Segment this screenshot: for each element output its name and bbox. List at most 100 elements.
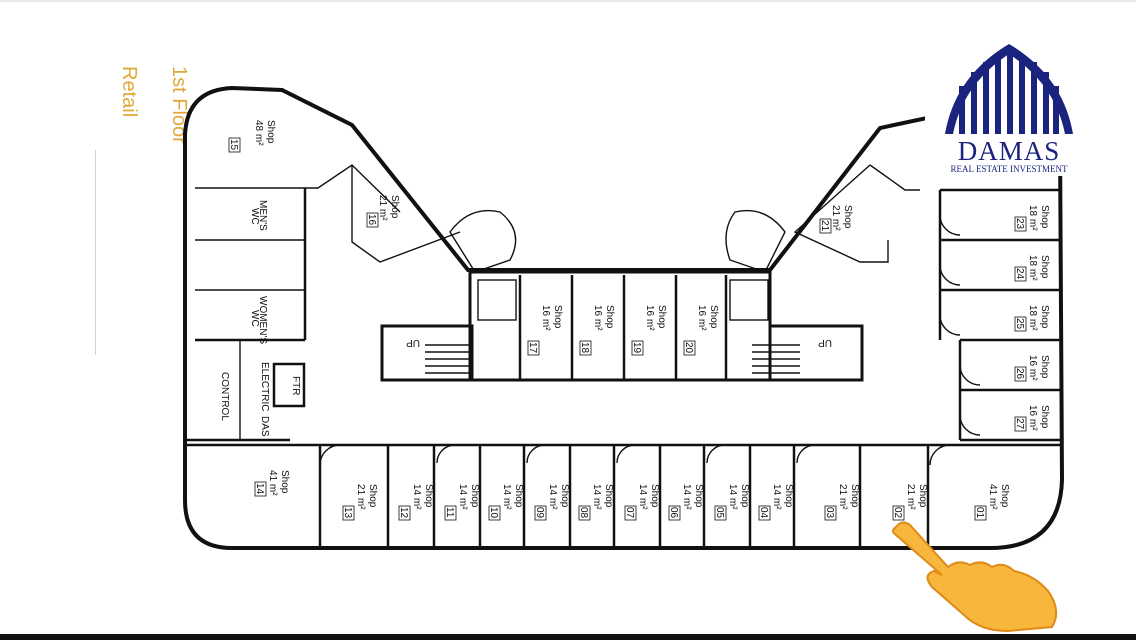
room-07-label: Shop	[649, 484, 660, 508]
room-07-area: 14 m²	[637, 484, 648, 510]
room-13-number: 13	[342, 507, 353, 519]
room-12-number: 12	[398, 507, 409, 519]
stair-right-label: UP	[818, 337, 832, 348]
room-19-label: Shop	[656, 305, 667, 329]
room-01-number: 01	[974, 507, 985, 519]
room-06-area: 14 m²	[681, 484, 692, 510]
room-21[interactable]: Shop 21 m² 21	[819, 205, 853, 234]
room-24-label: Shop	[1039, 255, 1050, 279]
room-23-badge	[1014, 216, 1027, 232]
room-09-badge	[534, 505, 547, 521]
electric-room-label: ELECTRIC	[259, 362, 270, 411]
room-08-number: 08	[578, 507, 589, 519]
room-18-label: Shop	[604, 305, 615, 329]
room-27-label: Shop	[1039, 405, 1050, 429]
label-divider	[95, 150, 96, 355]
room-21-area: 21 m²	[830, 205, 841, 231]
room-11-badge	[444, 505, 457, 521]
bottom-bar	[0, 634, 1136, 640]
room-16[interactable]: Shop 21 m² 16	[366, 195, 400, 228]
room-05-label: Shop	[739, 484, 750, 508]
room-25-number: 25	[1014, 318, 1025, 330]
room-08-label: Shop	[603, 484, 614, 508]
room-13-label: Shop	[367, 484, 378, 508]
room-05-badge	[714, 505, 727, 521]
room-19-area: 16 m²	[644, 305, 655, 331]
room-03-number: 03	[824, 507, 835, 519]
room-02-badge	[892, 505, 905, 521]
room-16-badge	[366, 212, 379, 228]
room-15-label: Shop	[265, 120, 276, 144]
room-25-badge	[1014, 316, 1027, 332]
room-10-area: 14 m²	[501, 484, 512, 510]
room-26-number: 26	[1014, 368, 1025, 380]
room-18-number: 18	[579, 342, 590, 354]
room-11-area: 14 m²	[457, 484, 468, 510]
room-05-area: 14 m²	[727, 484, 738, 510]
room-03-label: Shop	[849, 484, 860, 508]
room-14-number: 14	[254, 483, 265, 495]
room-20-area: 16 m²	[696, 305, 707, 331]
room-06-number: 06	[668, 507, 679, 519]
room-12-label: Shop	[423, 484, 434, 508]
room-11-label: Shop	[469, 484, 480, 508]
room-18-badge	[579, 340, 592, 356]
room-06-badge	[668, 505, 681, 521]
room-10-badge	[488, 505, 501, 521]
ftr-room-label: FTR	[290, 376, 301, 395]
room-23-label: Shop	[1039, 205, 1050, 229]
room-23-number: 23	[1014, 218, 1025, 230]
room-24-number: 24	[1014, 268, 1025, 280]
room-12-badge	[398, 505, 411, 521]
room-09-number: 09	[534, 507, 545, 519]
logo-name: DAMAS	[957, 136, 1061, 166]
room-24-badge	[1014, 266, 1027, 282]
room-17-number: 17	[527, 342, 538, 354]
pointing-hand-icon	[892, 521, 1058, 633]
room-20-label: Shop	[708, 305, 719, 329]
room-03-badge	[824, 505, 837, 521]
room-04-badge	[758, 505, 771, 521]
room-27-area: 16 m²	[1027, 405, 1038, 431]
womens-wc-sub: WC	[249, 310, 260, 327]
room-23-area: 18 m²	[1027, 205, 1038, 231]
plan-lines	[183, 85, 1065, 550]
room-11-number: 11	[444, 507, 455, 518]
room-10-label: Shop	[513, 484, 524, 508]
room-03-area: 21 m²	[837, 484, 848, 510]
room-07-number: 07	[624, 507, 635, 519]
room-02-label: Shop	[917, 484, 928, 508]
room-17-area: 16 m²	[540, 305, 551, 331]
room-14-label: Shop	[279, 470, 290, 494]
room-06-label: Shop	[693, 484, 704, 508]
room-27-badge	[1014, 416, 1027, 432]
room-25-label: Shop	[1039, 305, 1050, 329]
room-08-area: 14 m²	[591, 484, 602, 510]
room-21-label: Shop	[842, 205, 853, 229]
room-15[interactable]: Shop 48 m² 15	[228, 120, 276, 153]
